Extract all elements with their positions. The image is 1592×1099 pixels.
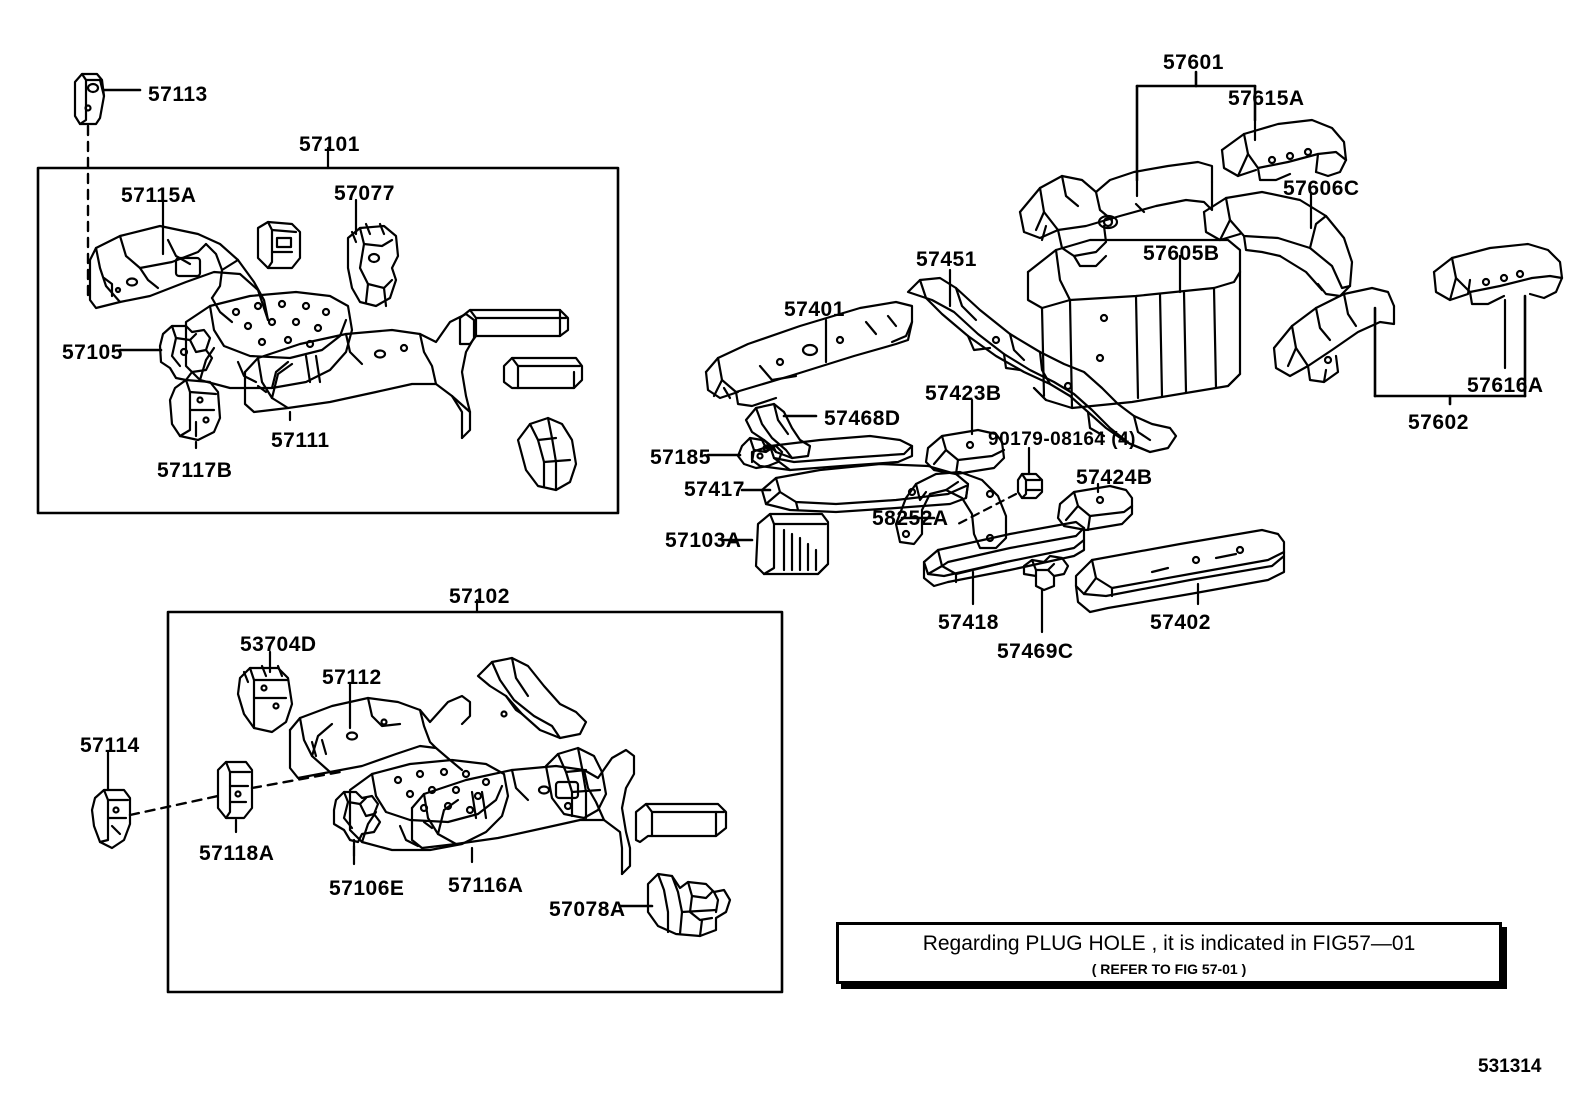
plug-hole-note-box: Regarding PLUG HOLE , it is indicated in… <box>836 922 1502 984</box>
callout-57601: 57601 <box>1163 51 1224 74</box>
callout-57077: 57077 <box>334 182 395 205</box>
assembly-box-57102 <box>166 610 784 994</box>
callout-57117B: 57117B <box>157 459 233 482</box>
part-unlabeled-upper <box>256 220 302 270</box>
callout-57418: 57418 <box>938 611 999 634</box>
part-90179-08164 <box>1016 472 1044 500</box>
assembly-box-57101 <box>36 166 620 515</box>
callout-57615A: 57615A <box>1228 87 1305 110</box>
part-57602-rail <box>1272 286 1396 384</box>
callout-57103A: 57103A <box>665 529 742 552</box>
part-57103A <box>754 512 830 576</box>
part-57615A <box>1220 118 1348 182</box>
callout-57112: 57112 <box>322 666 382 689</box>
part-channel-upper <box>458 308 570 346</box>
callout-57451: 57451 <box>916 248 977 271</box>
callout-57468D: 57468D <box>824 407 901 430</box>
part-57468D <box>744 402 812 460</box>
callout-57113: 57113 <box>148 83 208 106</box>
part-57116A <box>410 748 636 876</box>
callout-57115A: 57115A <box>121 184 197 207</box>
part-57424B <box>1056 484 1134 532</box>
callout-57102: 57102 <box>449 585 510 608</box>
callout-53704D: 53704D <box>240 633 317 656</box>
part-57077 <box>346 222 400 308</box>
part-57078A <box>646 872 732 938</box>
part-57106E <box>332 790 382 858</box>
part-57115A <box>88 224 270 324</box>
part-57402 <box>1074 528 1286 614</box>
part-channel-bottom-lower <box>634 802 728 844</box>
part-57105 <box>158 324 214 382</box>
dashed-link-57114 <box>128 794 220 817</box>
callout-58252A: 58252A <box>872 507 949 530</box>
part-57606C <box>1202 190 1354 298</box>
part-57418 <box>922 520 1086 588</box>
callout-57417: 57417 <box>684 478 745 501</box>
part-57111 <box>243 312 476 440</box>
part-perforated-member <box>184 290 354 390</box>
callout-57402: 57402 <box>1150 611 1211 634</box>
part-57114 <box>90 788 132 850</box>
part-57117B <box>168 378 222 442</box>
callout-57423B: 57423B <box>925 382 1002 405</box>
callout-57111: 57111 <box>271 429 330 452</box>
callout-57616A: 57616A <box>1467 374 1544 397</box>
part-57118A <box>216 760 254 820</box>
part-57605B <box>1026 238 1242 410</box>
part-channel-lower <box>502 356 584 390</box>
part-57417 <box>760 462 970 514</box>
part-57185 <box>736 436 784 470</box>
part-channel-bottom-upper <box>476 656 588 740</box>
callout-57118A: 57118A <box>199 842 275 865</box>
callout-90179-08164: 90179-08164 (4) <box>988 429 1136 450</box>
part-perforated-member-2 <box>348 758 510 852</box>
callout-57078A: 57078A <box>549 898 626 921</box>
figure-number: 531314 <box>1478 1056 1542 1077</box>
part-gusset-bottom-right <box>544 746 608 820</box>
part-57616A <box>1432 242 1564 306</box>
callout-57469C: 57469C <box>997 640 1074 663</box>
callout-57602: 57602 <box>1408 411 1469 434</box>
callout-57106E: 57106E <box>329 877 405 900</box>
part-57451 <box>906 276 1178 454</box>
callout-57114: 57114 <box>80 734 140 757</box>
dashed-link-57118A <box>250 770 342 790</box>
part-57469C <box>1022 554 1070 592</box>
part-57113 <box>73 72 106 126</box>
part-57112 <box>288 694 472 780</box>
callout-57606C: 57606C <box>1283 177 1360 200</box>
part-corner-gusset <box>516 416 578 492</box>
callout-57116A: 57116A <box>448 874 524 897</box>
callout-57101: 57101 <box>299 133 360 156</box>
callout-57424B: 57424B <box>1076 466 1153 489</box>
callout-57605B: 57605B <box>1143 242 1220 265</box>
dashed-link-90179 <box>956 492 1018 526</box>
part-53704D <box>236 664 294 734</box>
callout-57185: 57185 <box>650 446 711 469</box>
note-primary-text: Regarding PLUG HOLE , it is indicated in… <box>922 932 1416 955</box>
note-secondary-text: ( REFER TO FIG 57-01 ) <box>1091 961 1247 977</box>
callout-57105: 57105 <box>62 341 123 364</box>
callout-57401: 57401 <box>784 298 845 321</box>
part-member-upper-57185 <box>750 434 914 472</box>
